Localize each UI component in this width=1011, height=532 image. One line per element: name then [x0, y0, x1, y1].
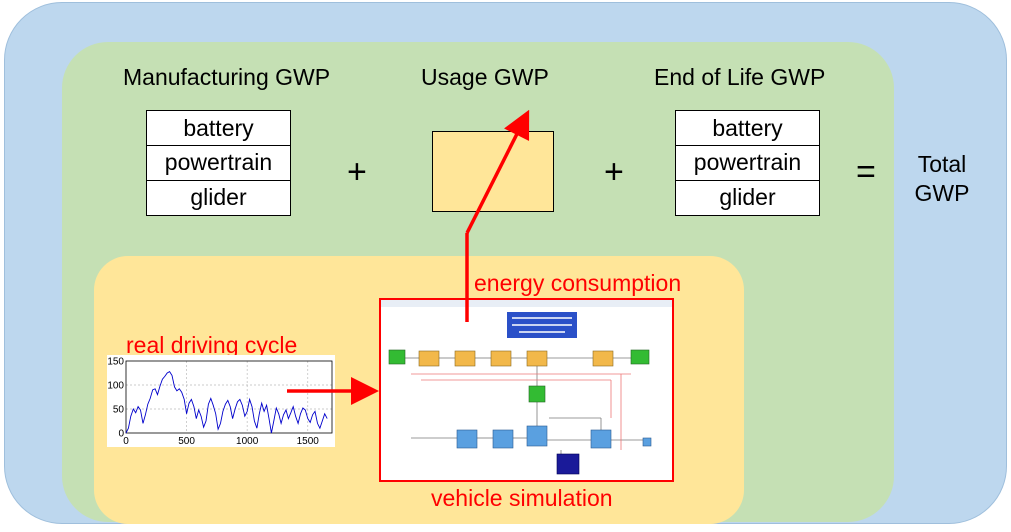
end-of-life-header: End of Life GWP — [654, 64, 826, 90]
usage-header: Usage GWP — [421, 64, 549, 90]
plus-operator-1: + — [347, 153, 367, 191]
equals-operator: = — [856, 153, 876, 191]
y-tick-label: 100 — [107, 381, 124, 392]
y-tick-label: 0 — [118, 429, 124, 440]
manufacturing-battery: battery — [183, 114, 254, 141]
energy-consumption-label: energy consumption — [474, 270, 682, 296]
manufacturing-stack: battery powertrain glider — [146, 110, 291, 216]
manufacturing-glider: glider — [147, 179, 290, 214]
simulink-diagram — [381, 300, 672, 480]
manufacturing-powertrain: powertrain — [147, 145, 290, 179]
x-tick-label: 1500 — [297, 436, 320, 447]
manufacturing-header: Manufacturing GWP — [123, 64, 331, 90]
x-tick-label: 500 — [178, 436, 195, 447]
end-of-life-glider: glider — [676, 179, 819, 214]
end-of-life-battery: battery — [712, 114, 783, 141]
y-tick-label: 50 — [113, 405, 125, 416]
total-line-1: Total — [917, 151, 967, 177]
y-tick-label: 150 — [107, 357, 124, 368]
plus-operator-2: + — [604, 153, 624, 191]
energy-to-usage-arrow — [465, 109, 530, 234]
real-driving-cycle-label: real driving cycle — [126, 332, 298, 358]
vehicle-simulation-model — [379, 298, 674, 482]
total-gwp-label: Total GWP — [912, 150, 972, 208]
total-line-2: GWP — [914, 180, 970, 206]
x-tick-label: 1000 — [236, 436, 259, 447]
x-tick-label: 0 — [123, 436, 129, 447]
vehicle-simulation-label: vehicle simulation — [431, 485, 613, 511]
end-of-life-stack: battery powertrain glider — [675, 110, 820, 216]
end-of-life-powertrain: powertrain — [676, 145, 819, 179]
usage-box — [432, 131, 554, 212]
plot-frame — [125, 360, 333, 434]
speed-trace-line — [125, 370, 328, 434]
